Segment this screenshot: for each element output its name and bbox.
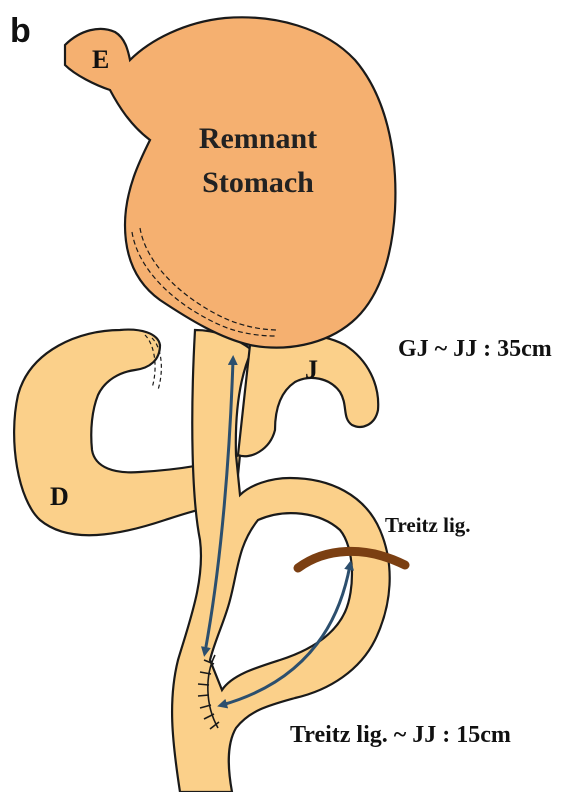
gj-jj-distance-label: GJ ~ JJ : 35cm	[398, 336, 552, 362]
jejunum-label: J	[305, 355, 318, 384]
treitz-label: Treitz lig.	[385, 513, 471, 537]
efferent-jejunum	[238, 334, 378, 456]
duodenum-label: D	[50, 482, 69, 511]
treitz-jj-distance-label: Treitz lig. ~ JJ : 15cm	[290, 722, 511, 748]
stomach-label-line2: Stomach	[202, 166, 314, 199]
stomach-label-line1: Remnant	[199, 122, 317, 155]
esophagus-label: E	[92, 45, 109, 74]
panel-letter: b	[10, 12, 31, 50]
